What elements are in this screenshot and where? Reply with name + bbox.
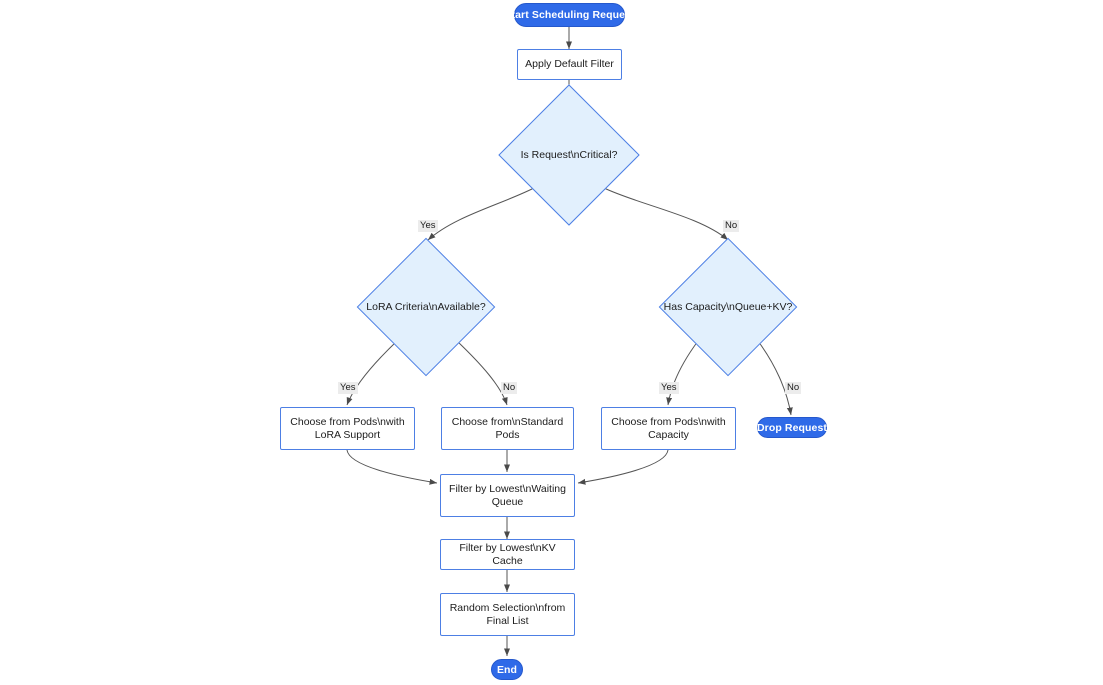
node-drop-request-label: Drop Request: [756, 421, 828, 434]
node-is-request-critical-label: Is Request\nCritical?: [520, 148, 618, 161]
node-lora-criteria-available-label: LoRA Criteria\nAvailable?: [366, 300, 486, 313]
node-apply-default-filter-label: Apply Default Filter: [525, 58, 614, 70]
node-filter-kv-label: Filter by Lowest\nKV Cache: [459, 541, 556, 567]
node-start-label: Start Scheduling Request: [504, 9, 635, 21]
edge-label-critical-yes: Yes: [418, 220, 438, 232]
node-choose-lora-line2: LoRA Support: [314, 428, 381, 441]
edge-label-capacity-no: No: [785, 382, 802, 394]
edge-choose-capacity-to-filter-queue: [577, 449, 669, 485]
edge-label-lora-no: No: [501, 382, 518, 394]
node-has-capacity[interactable]: Has Capacity\nQueue+KV?: [658, 237, 798, 377]
node-choose-capacity-line1: Choose from Pods\nwith: [611, 415, 726, 428]
node-apply-default-filter[interactable]: Apply Default Filter: [517, 49, 622, 80]
edge-is-critical-to-has-capacity: [603, 187, 729, 241]
edge-label-capacity-yes: Yes: [659, 382, 679, 394]
node-random-selection-from-final-list[interactable]: Random Selection\nfrom Final List: [440, 593, 575, 636]
node-filter-queue-line1: Filter by Lowest\nWaiting: [449, 482, 566, 495]
edge-label-critical-no: No: [723, 220, 740, 232]
node-end-label: End: [496, 663, 518, 676]
node-drop-request[interactable]: Drop Request: [757, 417, 827, 438]
node-end[interactable]: End: [491, 659, 523, 680]
node-filter-by-lowest-waiting-queue[interactable]: Filter by Lowest\nWaiting Queue: [440, 474, 575, 517]
node-choose-lora-line1: Choose from Pods\nwith: [290, 415, 405, 428]
node-start[interactable]: Start Scheduling Request: [504, 3, 634, 27]
node-filter-by-lowest-kv-cache[interactable]: Filter by Lowest\nKV Cache: [440, 539, 575, 570]
edge-label-lora-yes: Yes: [338, 382, 358, 394]
node-is-request-critical[interactable]: Is Request\nCritical?: [498, 84, 640, 226]
node-choose-pods-with-lora-support[interactable]: Choose from Pods\nwith LoRA Support: [280, 407, 415, 450]
node-lora-criteria-available[interactable]: LoRA Criteria\nAvailable?: [356, 237, 496, 377]
node-random-selection-line1: Random Selection\nfrom: [449, 601, 566, 614]
node-choose-standard-line1: Choose from\nStandard: [451, 415, 564, 428]
node-choose-capacity-line2: Capacity: [648, 428, 689, 441]
node-random-selection-line2: Final List: [486, 614, 529, 627]
edge-choose-lora-to-filter-queue: [346, 449, 438, 485]
node-choose-pods-with-capacity[interactable]: Choose from Pods\nwith Capacity: [601, 407, 736, 450]
node-has-capacity-label: Has Capacity\nQueue+KV?: [663, 300, 793, 313]
node-choose-standard-line2: Pods: [495, 428, 520, 441]
node-choose-standard-pods[interactable]: Choose from\nStandard Pods: [441, 407, 574, 450]
node-filter-queue-line2: Queue: [491, 495, 524, 508]
